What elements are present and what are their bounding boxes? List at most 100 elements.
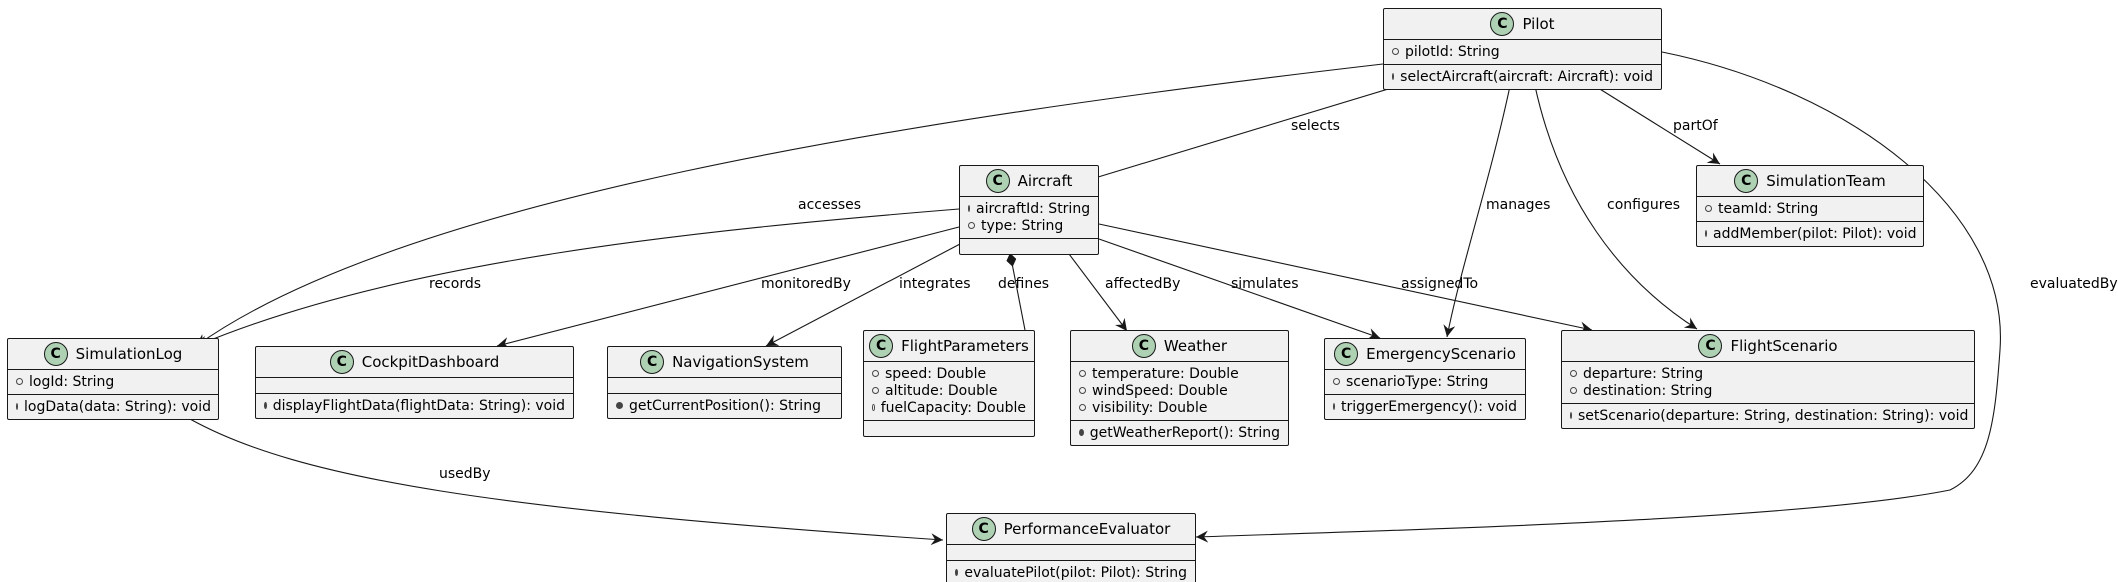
edge-records <box>195 208 960 347</box>
methods-section: selectAircraft(aircraft: Aircraft): void <box>1384 64 1661 89</box>
edge-label-affected-by: affectedBy <box>1105 276 1181 292</box>
edge-label-manages: manages <box>1486 197 1551 213</box>
class-badge-icon: C <box>1334 342 1359 366</box>
attribute-row: speed: Double <box>872 365 1026 382</box>
attribute-text: departure: String <box>1583 365 1704 382</box>
attribute-text: scenarioType: String <box>1346 373 1489 390</box>
attribute-row: teamId: String <box>1705 200 1915 217</box>
attribute-text: type: String <box>981 217 1064 234</box>
public-visibility-icon <box>955 569 959 576</box>
methods-section: displayFlightData(flightData: String): v… <box>256 393 573 418</box>
public-visibility-icon <box>1333 378 1340 385</box>
method-text: evaluatePilot(pilot: Pilot): String <box>964 564 1187 581</box>
edge-label-assigned-to: assignedTo <box>1401 276 1479 292</box>
class-badge-icon: C <box>869 334 894 358</box>
methods-section <box>864 420 1034 436</box>
edge-part-of <box>1594 85 1721 165</box>
class-cockpit-dashboard: C CockpitDashboard displayFlightData(fligh… <box>255 346 574 419</box>
edge-label-simulates: simulates <box>1231 276 1299 292</box>
public-visibility-icon <box>1570 370 1577 377</box>
method-text: getCurrentPosition(): String <box>629 397 821 414</box>
attribute-text: fuelCapacity: Double <box>880 399 1026 416</box>
attributes-section: logId: String <box>8 369 218 394</box>
edge-monitored-by <box>496 226 960 349</box>
attribute-row: departure: String <box>1570 365 1966 382</box>
public-visibility-icon <box>1392 48 1399 55</box>
method-row: getCurrentPosition(): String <box>616 397 833 414</box>
attributes-section <box>608 377 841 393</box>
public-visibility-icon <box>264 402 267 409</box>
class-name: NavigationSystem <box>672 353 809 371</box>
class-badge-icon: C <box>640 350 665 374</box>
edge-accesses <box>195 63 1384 347</box>
attribute-text: speed: Double <box>885 365 987 382</box>
edge-label-defines: defines <box>998 276 1050 292</box>
public-visibility-icon <box>1079 429 1084 436</box>
method-row: displayFlightData(flightData: String): v… <box>264 397 565 414</box>
methods-section: logData(data: String): void <box>8 394 218 419</box>
methods-section: getCurrentPosition(): String <box>608 393 841 418</box>
class-badge-icon: C <box>985 169 1010 193</box>
attribute-row: visibility: Double <box>1079 399 1280 416</box>
class-name: Aircraft <box>1017 172 1073 190</box>
attribute-row: windSpeed: Double <box>1079 382 1280 399</box>
attribute-text: visibility: Double <box>1092 399 1208 416</box>
class-header: C PerformanceEvaluator <box>947 514 1195 544</box>
class-badge-icon: C <box>971 517 996 541</box>
class-performance-evaluator: C PerformanceEvaluator evaluatePilot(pilot… <box>946 513 1196 582</box>
edge-simulates <box>1098 238 1381 340</box>
attribute-text: aircraftId: String <box>976 200 1091 217</box>
class-name: FlightParameters <box>901 337 1029 355</box>
edge-selects <box>1084 85 1399 184</box>
attributes-section <box>256 377 573 393</box>
class-name: SimulationTeam <box>1766 172 1886 190</box>
attribute-text: temperature: Double <box>1092 365 1239 382</box>
class-badge-icon: C <box>1734 169 1759 193</box>
method-row: logData(data: String): void <box>16 398 211 415</box>
public-visibility-icon <box>1705 205 1712 212</box>
class-name: Weather <box>1163 337 1228 355</box>
edge-manages <box>1443 85 1511 338</box>
attribute-row: type: String <box>968 217 1090 234</box>
public-visibility-icon <box>1079 387 1086 394</box>
edge-label-integrates: integrates <box>899 276 971 292</box>
methods-section: getWeatherReport(): String <box>1071 420 1288 445</box>
edge-label-part-of: partOf <box>1673 118 1718 134</box>
class-badge-icon: C <box>43 342 68 366</box>
attribute-text: pilotId: String <box>1405 43 1500 60</box>
attribute-row: scenarioType: String <box>1333 373 1517 390</box>
attribute-row: fuelCapacity: Double <box>872 399 1026 416</box>
class-header: C SimulationTeam <box>1697 166 1923 196</box>
public-visibility-icon <box>1079 404 1086 411</box>
edge-integrates <box>765 243 961 347</box>
class-header: C NavigationSystem <box>608 347 841 377</box>
public-visibility-icon <box>1570 412 1572 419</box>
methods-section <box>960 238 1098 254</box>
edge-assigned-to <box>1098 223 1593 334</box>
class-badge-icon: C <box>1131 334 1156 358</box>
public-visibility-icon <box>872 387 879 394</box>
class-badge-icon: C <box>329 350 354 374</box>
edge-label-configures: configures <box>1607 197 1681 213</box>
class-badge-icon: C <box>1698 334 1723 358</box>
class-name: CockpitDashboard <box>361 353 500 371</box>
attribute-text: teamId: String <box>1718 200 1819 217</box>
edge-label-records: records <box>429 276 482 292</box>
edge-label-used-by: usedBy <box>439 466 491 482</box>
edge-affected-by <box>1062 245 1128 332</box>
method-row: setScenario(departure: String, destinati… <box>1570 407 1968 424</box>
method-text: addMember(pilot: Pilot): void <box>1713 225 1917 242</box>
edge-evaluated-by <box>1195 51 2001 543</box>
public-visibility-icon <box>968 205 970 212</box>
class-name: PerformanceEvaluator <box>1003 520 1171 538</box>
